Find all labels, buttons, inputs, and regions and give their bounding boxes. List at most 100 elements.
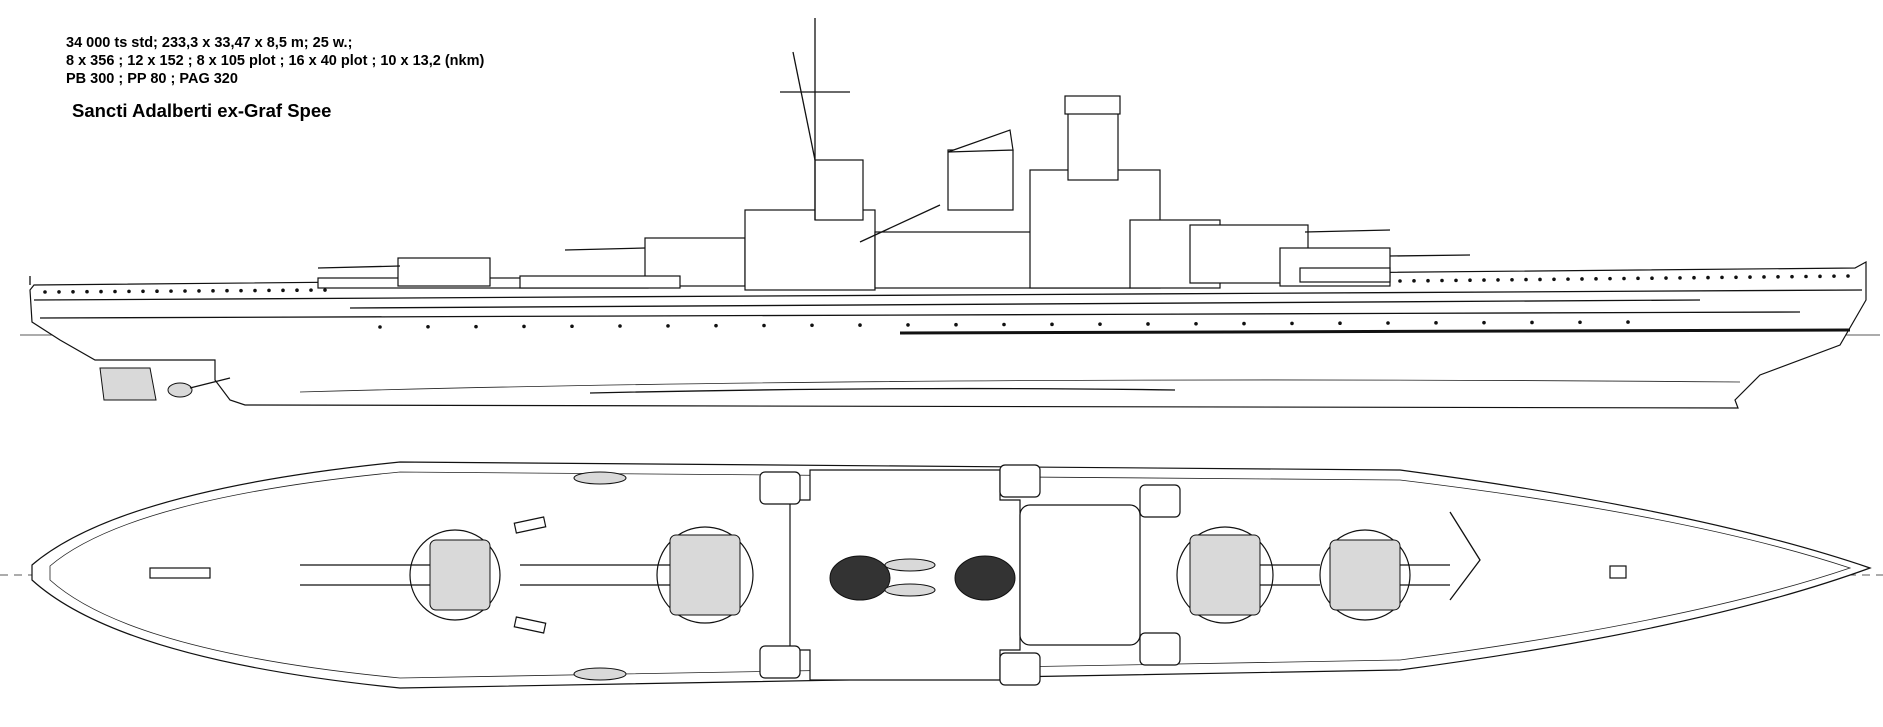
porthole [1454, 278, 1458, 283]
porthole-row-lower [378, 320, 1630, 329]
porthole [239, 288, 243, 293]
porthole [522, 324, 526, 329]
porthole [85, 289, 89, 294]
porthole [71, 290, 75, 294]
porthole [1636, 276, 1640, 281]
hull-stripe-lower [39, 311, 1801, 319]
porthole [253, 288, 257, 293]
porthole [1566, 277, 1570, 281]
secondary-turret-6 [1139, 632, 1181, 666]
porthole [1510, 277, 1514, 282]
porthole [281, 288, 285, 293]
hull-outline [29, 260, 1867, 409]
bow-breakwater [1449, 511, 1481, 601]
porthole [1482, 320, 1486, 325]
porthole [858, 323, 862, 327]
porthole [714, 323, 718, 328]
porthole [57, 290, 61, 294]
porthole [1720, 275, 1724, 280]
porthole [1290, 321, 1294, 326]
porthole [1790, 274, 1794, 279]
porthole [1706, 275, 1710, 280]
crane [859, 204, 941, 243]
aft-superstructure [519, 275, 681, 289]
porthole [1242, 321, 1246, 326]
porthole [1734, 275, 1738, 280]
hull-stripe-upper [33, 289, 1863, 301]
boat-3 [884, 558, 936, 572]
porthole [1762, 275, 1766, 279]
secondary-turret-2 [759, 645, 801, 679]
porthole [295, 288, 299, 293]
porthole [1578, 320, 1582, 325]
hull-stripe-middle [349, 299, 1701, 309]
porthole [1050, 322, 1054, 327]
turret-b-plan [1176, 526, 1320, 624]
secondary-turret-5 [1139, 484, 1181, 518]
porthole [1622, 276, 1626, 281]
porthole [378, 325, 382, 329]
main-mast-strut [792, 51, 816, 161]
porthole [666, 324, 670, 328]
porthole [906, 323, 910, 327]
boat-1 [573, 471, 627, 485]
gun-barrel-a [1389, 254, 1471, 257]
porthole [1194, 321, 1198, 326]
porthole [810, 323, 814, 328]
secondary-turret-4 [999, 652, 1041, 686]
hull-waterline-curve [299, 379, 1741, 393]
porthole [426, 325, 430, 329]
propeller [167, 382, 193, 398]
porthole [211, 289, 215, 293]
porthole [1692, 275, 1696, 280]
porthole [141, 289, 145, 294]
porthole [183, 289, 187, 293]
porthole [1412, 279, 1416, 283]
deck-fitting-4 [1609, 565, 1627, 579]
porthole [1440, 278, 1444, 283]
porthole [474, 324, 478, 329]
porthole [1552, 277, 1556, 282]
tower-mast [1067, 109, 1119, 181]
spec-line-armor: PB 300 ; PP 80 ; PAG 320 [66, 71, 238, 87]
secondary-turret-1 [759, 471, 801, 505]
boot-topping [899, 328, 1851, 335]
porthole [1538, 277, 1542, 282]
boat-4 [884, 583, 936, 597]
gun-barrel-b [1304, 229, 1391, 233]
porthole [1580, 277, 1584, 281]
porthole-row-upper [43, 274, 1850, 294]
porthole [1098, 322, 1102, 326]
turret-a-plan [1319, 529, 1450, 621]
funnel-aft-plan [829, 555, 891, 601]
breakwater [1299, 267, 1391, 283]
porthole [1434, 321, 1438, 325]
aft-turret-c [397, 257, 491, 287]
prop-shaft [189, 377, 231, 389]
porthole [1524, 277, 1528, 282]
porthole [267, 288, 271, 293]
porthole [323, 288, 327, 292]
turret-d-plan [300, 529, 501, 621]
porthole [954, 322, 958, 327]
porthole [1650, 276, 1654, 281]
porthole [1608, 276, 1612, 281]
porthole [99, 289, 103, 294]
porthole [225, 288, 229, 293]
porthole [1002, 322, 1006, 327]
gun-barrel-c [317, 265, 401, 269]
porthole [1818, 274, 1822, 279]
funnel-fore-plan [954, 555, 1016, 601]
porthole [1386, 321, 1390, 325]
porthole [1338, 321, 1342, 326]
porthole [1468, 278, 1472, 283]
porthole [1846, 274, 1850, 278]
porthole [113, 289, 117, 294]
porthole [1678, 276, 1682, 280]
turret-c-plan [520, 526, 754, 624]
spec-line-displacement: 34 000 ts std; 233,3 x 33,47 x 8,5 m; 25… [66, 35, 353, 51]
rangefinder-top [1064, 95, 1121, 115]
deck-edge-inner [49, 471, 1852, 679]
